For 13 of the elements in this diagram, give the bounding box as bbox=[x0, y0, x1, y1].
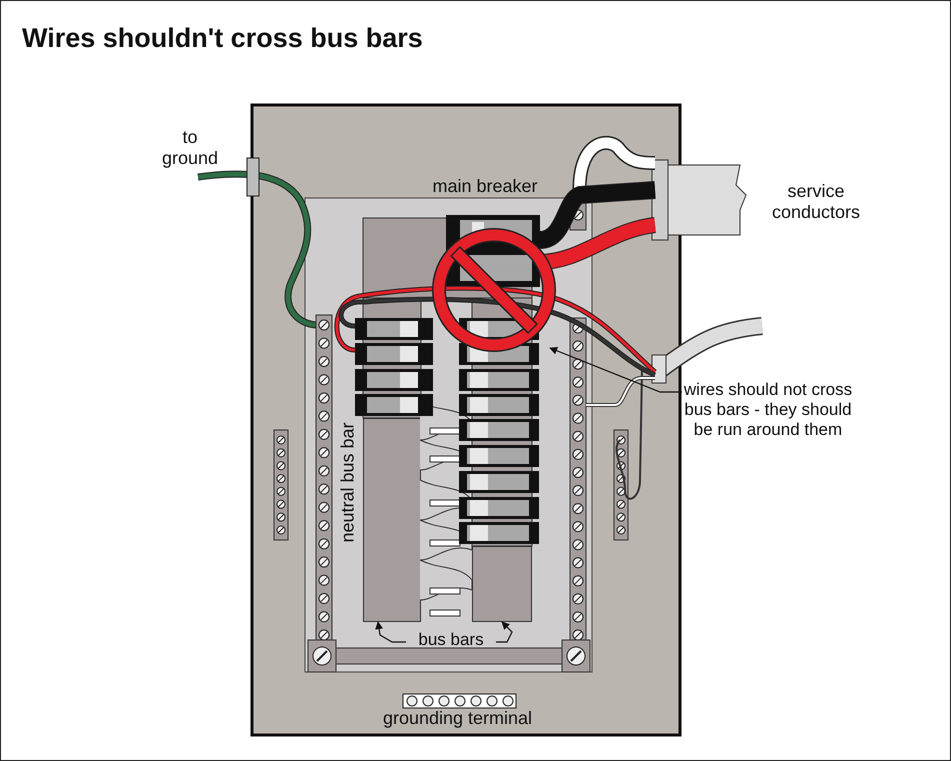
bus-bar bbox=[363, 418, 421, 622]
label-text: main breaker bbox=[431, 176, 539, 197]
callout-text: bus bars bbox=[417, 630, 485, 650]
label-text: neutral bus bar bbox=[338, 421, 358, 545]
leader-arrow bbox=[496, 621, 513, 643]
leader-arrow bbox=[375, 621, 406, 643]
label-text: to ground bbox=[160, 127, 220, 169]
label-text: grounding terminal bbox=[382, 708, 534, 729]
bus-bar bbox=[472, 546, 532, 622]
leader-arrow bbox=[549, 346, 682, 393]
label-text: service conductors bbox=[770, 181, 862, 223]
callout-text: wires should not cross bus bars - they should be run around them bbox=[682, 380, 854, 440]
title: Wires shouldn't cross bus bars bbox=[22, 22, 423, 54]
